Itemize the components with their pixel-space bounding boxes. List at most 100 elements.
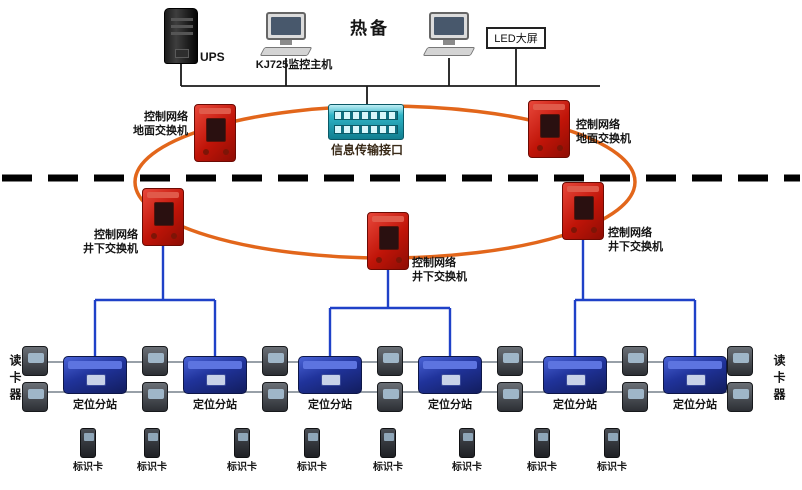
tag-screen	[148, 433, 158, 441]
underground-switch-center-label: 控制网络 井下交换机	[412, 257, 467, 284]
card-reader-icon	[22, 382, 48, 412]
monitor-stand	[443, 40, 455, 45]
id-tag-label: 标识卡	[73, 462, 103, 473]
underground-switch-left-label: 控制网络 井下交换机	[83, 229, 138, 256]
card-reader-pair	[22, 346, 48, 412]
substation-label: 定位分站	[428, 399, 472, 411]
switch-cap	[147, 192, 179, 198]
standby-host-computer-icon	[422, 12, 476, 58]
positioning-substation-icon	[663, 356, 727, 394]
substation-label: 定位分站	[193, 399, 237, 411]
transmission-interface-label: 信息传输接口	[330, 143, 403, 157]
reader-screen	[148, 353, 164, 363]
substation-screen	[321, 374, 341, 386]
underground-switch-center-icon	[367, 212, 409, 270]
keyboard	[422, 47, 476, 56]
reader-screen	[733, 389, 749, 399]
card-reader-icon	[142, 382, 168, 412]
interface-ports-row	[334, 111, 398, 120]
monitor-stand	[280, 40, 292, 45]
substation-screen	[566, 374, 586, 386]
switch-window	[574, 196, 594, 220]
hot-standby-label: 热备	[350, 19, 390, 38]
card-reader-icon	[377, 346, 403, 376]
id-tag-label: 标识卡	[227, 462, 257, 473]
positioning-substation-icon	[418, 356, 482, 394]
card-reader-icon	[497, 346, 523, 376]
card-reader-icon	[377, 382, 403, 412]
reader-screen	[268, 389, 284, 399]
transmission-interface-icon	[328, 104, 404, 140]
id-tag-icon	[604, 428, 620, 458]
card-reader-pair	[377, 346, 403, 412]
substation-label: 定位分站	[308, 399, 352, 411]
switch-cap	[567, 186, 599, 192]
card-reader-icon	[727, 382, 753, 412]
substation-screen	[206, 374, 226, 386]
ups-tower-icon	[164, 8, 198, 64]
id-tag-icon	[459, 428, 475, 458]
switch-cap	[372, 216, 404, 222]
led-screen-label: LED大屏	[486, 27, 546, 49]
reader-side-label-right: 读卡器	[772, 353, 786, 405]
interface-ports-row	[334, 125, 398, 134]
id-tag-label: 标识卡	[527, 462, 557, 473]
id-tag-label: 标识卡	[373, 462, 403, 473]
id-tag-label: 标识卡	[452, 462, 482, 473]
right-group-link-lines	[573, 240, 697, 358]
card-reader-pair	[622, 346, 648, 412]
monitoring-host-label: KJ725监控主机	[255, 59, 333, 71]
switch-window	[540, 114, 560, 138]
switch-knobs	[537, 145, 543, 151]
id-tag-icon	[234, 428, 250, 458]
substation-band	[423, 361, 477, 369]
substation-label: 定位分站	[673, 399, 717, 411]
card-reader-pair	[727, 346, 753, 412]
substation-band	[548, 361, 602, 369]
positioning-substation-icon	[63, 356, 127, 394]
underground-switch-left-icon	[142, 188, 184, 246]
card-reader-icon	[622, 346, 648, 376]
underground-switch-right-icon	[562, 182, 604, 240]
substation-band	[188, 361, 242, 369]
reader-screen	[503, 389, 519, 399]
reader-screen	[733, 353, 749, 363]
switch-knobs	[376, 257, 382, 263]
id-tag-label: 标识卡	[597, 462, 627, 473]
id-tag-icon	[534, 428, 550, 458]
positioning-substation-icon	[298, 356, 362, 394]
substation-screen	[441, 374, 461, 386]
card-reader-icon	[497, 382, 523, 412]
card-reader-icon	[22, 346, 48, 376]
reader-screen	[628, 389, 644, 399]
card-reader-icon	[142, 346, 168, 376]
surface-switch-right-icon	[528, 100, 570, 158]
reader-screen	[503, 353, 519, 363]
switch-cap	[199, 108, 231, 114]
card-reader-pair	[262, 346, 288, 412]
tag-screen	[84, 433, 94, 441]
switch-knobs	[203, 149, 209, 155]
substation-label: 定位分站	[553, 399, 597, 411]
positioning-substation-icon	[183, 356, 247, 394]
surface-switch-left-label: 控制网络 地面交换机	[133, 111, 188, 138]
switch-knobs	[571, 227, 577, 233]
card-reader-icon	[727, 346, 753, 376]
left-group-link-lines	[93, 246, 217, 358]
reader-screen	[383, 389, 399, 399]
id-tag-icon	[304, 428, 320, 458]
switch-cap	[533, 104, 565, 110]
id-tag-icon	[380, 428, 396, 458]
reader-screen	[28, 389, 44, 399]
center-group-link-lines	[328, 270, 452, 358]
switch-window	[154, 202, 174, 226]
monitor-screen	[434, 17, 464, 35]
card-reader-icon	[622, 382, 648, 412]
surface-switch-right-label: 控制网络 地面交换机	[576, 119, 631, 146]
monitor	[429, 12, 469, 40]
ups-label: UPS	[200, 50, 225, 64]
tag-screen	[384, 433, 394, 441]
id-tag-label: 标识卡	[137, 462, 167, 473]
switch-window	[379, 226, 399, 250]
